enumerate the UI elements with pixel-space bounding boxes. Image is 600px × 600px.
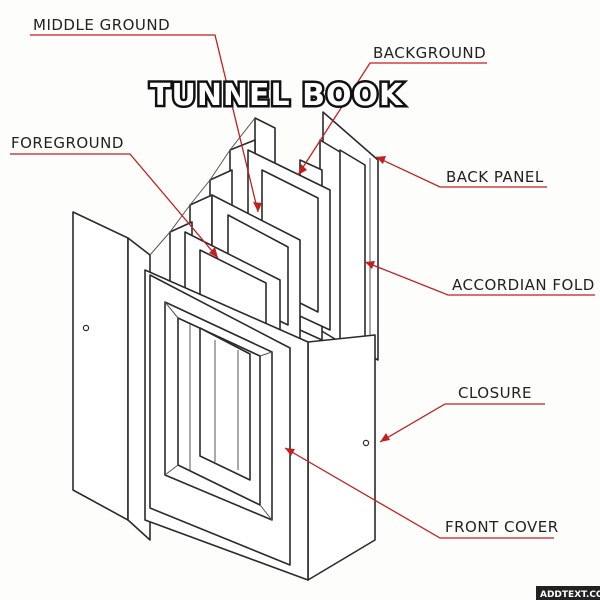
label-back-panel: BACK PANEL — [446, 168, 544, 186]
watermark: ADDTEXT.COM — [540, 590, 600, 600]
closure-flap — [72, 211, 151, 541]
label-closure: CLOSURE — [458, 384, 532, 402]
label-accordian-fold: ACCORDIAN FOLD — [452, 276, 595, 294]
page-title: TUNNEL BOOK — [150, 78, 404, 113]
leader-lines — [10, 34, 595, 539]
label-middle-ground: MIDDLE GROUND — [33, 16, 170, 34]
label-front-cover: FRONT COVER — [445, 518, 559, 536]
label-background: BACKGROUND — [373, 44, 486, 62]
closure-button-right — [362, 439, 370, 447]
label-foreground: FOREGROUND — [11, 134, 124, 152]
front-cover — [144, 269, 309, 581]
closure-button-left — [82, 324, 90, 332]
front-cover-side — [307, 334, 376, 581]
fold-top-edge — [149, 117, 256, 256]
watermark-bg — [536, 586, 600, 600]
